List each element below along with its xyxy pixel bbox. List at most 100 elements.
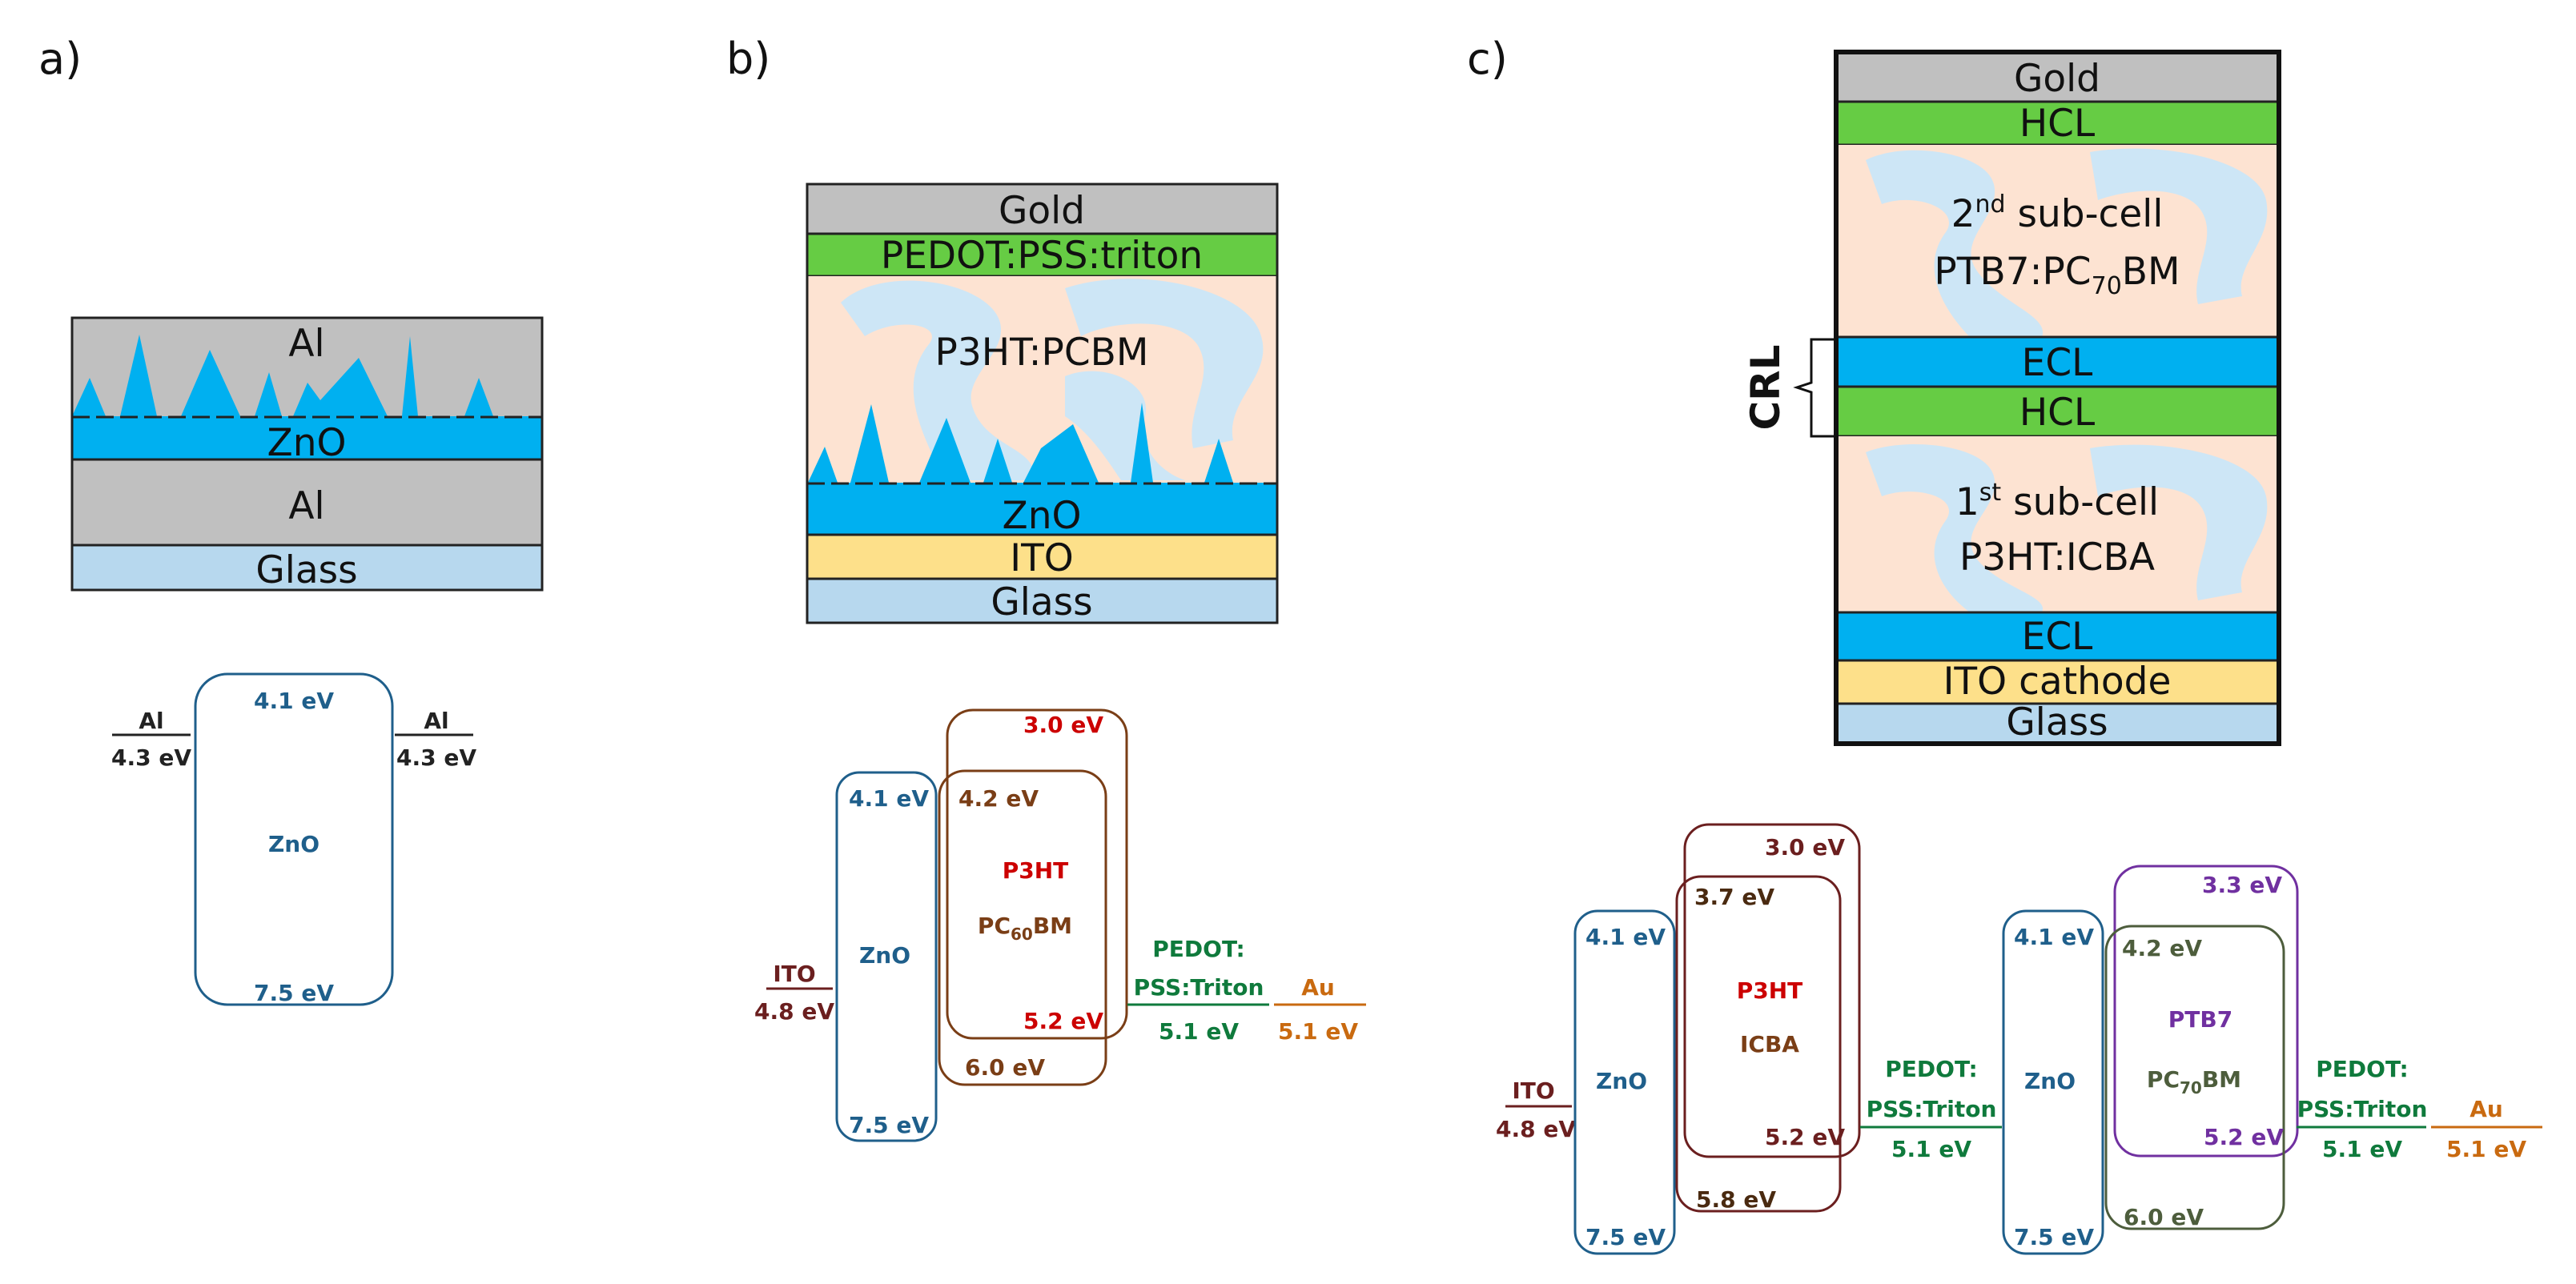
- cell1-blob: [1866, 444, 2044, 612]
- cell2-line1-c: 2nd sub-cell: [1951, 191, 2164, 236]
- zno-top-ev-b: 4.1 eV: [849, 785, 929, 812]
- au-ev-b: 5.1 eV: [1278, 1018, 1358, 1045]
- cell2-line1-pre: 2: [1951, 192, 1975, 236]
- pedot1-line1-c: PEDOT:: [1885, 1056, 1977, 1082]
- zno1-label-c: ZnO: [1596, 1068, 1647, 1094]
- ecl-bottom-label-c: ECL: [2022, 615, 2093, 659]
- zno-label: ZnO: [267, 421, 347, 465]
- ito-label-band-b: ITO: [773, 961, 815, 987]
- zno2-label-c: ZnO: [2024, 1068, 2076, 1094]
- ptb7-bottom-ev-c: 5.2 eV: [2204, 1124, 2284, 1150]
- pedot-label-b: PEDOT:PSS:triton: [881, 234, 1203, 278]
- panel-a-band-diagram: Al 4.3 eV 4.1 eV ZnO 7.5 eV Al 4.3 eV: [111, 672, 476, 1006]
- ecl-mid-label-c: ECL: [2022, 341, 2093, 385]
- panel-a: a) Al ZnO Al Glass Al 4.3 eV 4.1 eV ZnO …: [38, 34, 544, 1006]
- p3ht-top-ev-b: 3.0 eV: [1023, 712, 1103, 738]
- p3ht-bottom-ev-b: 5.2 eV: [1023, 1008, 1103, 1034]
- pcbm-band-box-b: [938, 769, 1107, 1086]
- panel-a-label: a): [38, 34, 82, 84]
- crl-bracket: [1793, 338, 1834, 438]
- icba-band-box-c: [1675, 875, 1842, 1213]
- al-left-label: Al: [139, 708, 163, 734]
- glass-layer: [70, 544, 544, 592]
- zno2-band-box-c: [2002, 909, 2104, 1255]
- icba-top-ev-c: 3.7 eV: [1694, 884, 1774, 910]
- pedot2-line2-c: PSS:Triton: [2297, 1096, 2428, 1122]
- cell1-blob: [2090, 444, 2268, 600]
- active-blob: [841, 280, 1034, 480]
- panel-c-device-stack: Gold HCL 2nd sub-cell PTB7:PC70BM ECL HC…: [1834, 50, 2281, 746]
- au-label-c: Au: [2470, 1096, 2503, 1122]
- zno1-bottom-ev-c: 7.5 eV: [1585, 1224, 1666, 1250]
- pcbm-label-pre: PC: [978, 913, 1011, 939]
- zno-top-ev: 4.1 eV: [254, 688, 334, 714]
- pedot-line2-b: PSS:Triton: [1134, 974, 1264, 1001]
- pedot-line1-b: PEDOT:: [1152, 936, 1244, 962]
- zno-layer-b: [807, 488, 1277, 535]
- zno-band-label-b: ZnO: [859, 942, 910, 969]
- zno2-bottom-ev-c: 7.5 eV: [2014, 1224, 2094, 1250]
- pcbm-top-ev-b: 4.2 eV: [958, 785, 1039, 812]
- ito-ev-c: 4.8 eV: [1496, 1116, 1576, 1142]
- panel-a-stack-outline: [70, 316, 544, 592]
- active-blob: [1065, 371, 1185, 480]
- ito-label-b: ITO: [1010, 536, 1074, 580]
- zno-bottom-ev: 7.5 eV: [254, 980, 334, 1006]
- pcbm-label-sub: 60: [1011, 925, 1033, 944]
- zno-label-b: ZnO: [1003, 494, 1082, 538]
- cell2-line2-pre: PTB7:PC: [1934, 250, 2091, 294]
- active-label-b: P3HT:PCBM: [935, 331, 1149, 375]
- al-left-ev: 4.3 eV: [111, 744, 191, 771]
- hcl-top-label-c: HCL: [2019, 102, 2095, 146]
- cell2-line2-c: PTB7:PC70BM: [1934, 250, 2180, 300]
- zno1-band-box-c: [1573, 909, 1676, 1255]
- al-bottom-label: Al: [288, 484, 324, 528]
- panel-b-label: b): [726, 34, 770, 84]
- cell1-line1-c: 1st sub-cell: [1955, 479, 2159, 524]
- cell2-line1-post: sub-cell: [2006, 192, 2164, 236]
- cell1-line2-c: P3HT:ICBA: [1959, 536, 2155, 580]
- crl-label: CRL: [1742, 344, 1789, 430]
- pc70-label-post: BM: [2202, 1066, 2241, 1093]
- panel-c-stack-outline: [1834, 50, 2281, 746]
- pcbm-bottom-ev-b: 6.0 eV: [965, 1054, 1045, 1081]
- panel-c: c) Gold HCL 2nd sub-cell PTB7:PC70BM ECL…: [1467, 34, 2542, 1255]
- glass-label-b: Glass: [991, 580, 1092, 624]
- ptb7-band-box-c: [2113, 865, 2299, 1158]
- au-label-b: Au: [1301, 974, 1335, 1001]
- p3ht-label-c: P3HT: [1737, 977, 1803, 1004]
- panel-c-band-diagram: ITO 4.8 eV 4.1 eV ZnO 7.5 eV 3.0 eV 3.7 …: [1496, 823, 2542, 1255]
- pedot2-ev-c: 5.1 eV: [2322, 1136, 2402, 1162]
- pedot2-line1-c: PEDOT:: [2316, 1056, 2408, 1082]
- zno-band-box: [194, 672, 394, 1006]
- p3ht-top-ev-c: 3.0 eV: [1765, 834, 1845, 861]
- zno1-top-ev-c: 4.1 eV: [1585, 924, 1666, 950]
- zno2-top-ev-c: 4.1 eV: [2014, 924, 2094, 950]
- icba-bottom-ev-c: 5.8 eV: [1696, 1186, 1776, 1213]
- panel-b: b) Gold PEDOT:PSS:triton P3HT:PCBM ZnO I…: [726, 34, 1366, 1142]
- ptb7-label-c: PTB7: [2168, 1006, 2232, 1033]
- cell2-blob: [2090, 148, 2268, 304]
- panel-b-stack-outline: [806, 183, 1279, 624]
- zno-nanostructures: [72, 335, 542, 422]
- panel-a-device-stack: Al ZnO Al Glass: [70, 316, 544, 592]
- p3ht-band-box-c: [1683, 823, 1861, 1158]
- pc70-band-box-c: [2104, 925, 2285, 1230]
- p3ht-label-b: P3HT: [1003, 857, 1069, 884]
- pc70-label-pre: PC: [2147, 1066, 2180, 1093]
- zno-nanostructures-b: [807, 403, 1277, 488]
- hcl-mid-label-c: HCL: [2019, 391, 2095, 435]
- glass-layer-b: [806, 577, 1279, 624]
- glass-label: Glass: [255, 548, 357, 592]
- al-top-label: Al: [288, 322, 324, 366]
- panel-b-device-stack: Gold PEDOT:PSS:triton P3HT:PCBM ZnO ITO …: [806, 183, 1279, 624]
- zno-layer: [72, 422, 542, 459]
- p3ht-band-box-b: [946, 708, 1128, 1040]
- au-ev-c: 5.1 eV: [2446, 1136, 2526, 1162]
- panel-b-band-diagram: ITO 4.8 eV 4.1 eV ZnO 7.5 eV 3.0 eV 4.2 …: [754, 708, 1366, 1142]
- pcbm-label-b: PC60BM: [978, 913, 1072, 944]
- ito-label-band-c: ITO: [1512, 1077, 1554, 1104]
- pedot1-line2-c: PSS:Triton: [1867, 1096, 1997, 1122]
- glass-label-c: Glass: [2006, 700, 2108, 744]
